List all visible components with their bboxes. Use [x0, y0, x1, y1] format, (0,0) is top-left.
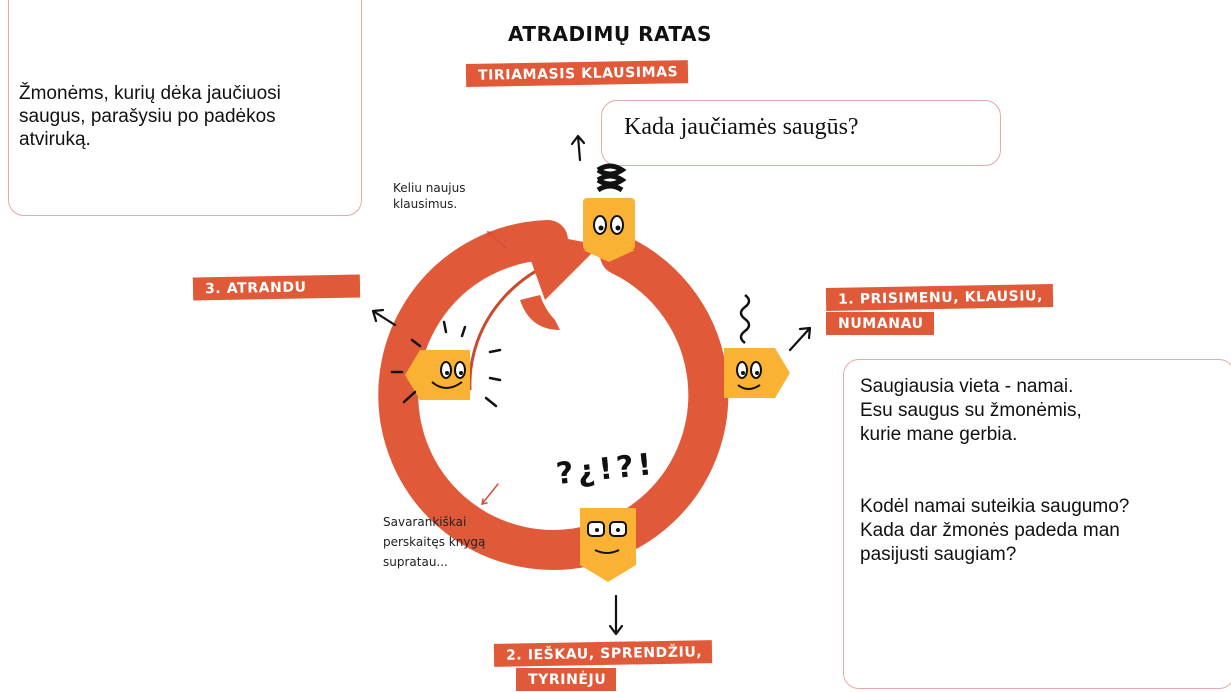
right-answer-text: Saugiausia vieta - namai. Esu saugus su … [860, 375, 1129, 567]
top-left-note-text: Žmonėms, kurių dėka jaučiuosi saugus, pa… [19, 82, 281, 151]
research-question-box [601, 100, 1001, 166]
arrow-step2 [608, 594, 624, 636]
top-left-note-line-2: saugus, parašysiu po padėkos [19, 106, 276, 127]
right-answer-line-6: pasijusti saugiam? [860, 544, 1017, 565]
arrow-step3 [371, 308, 397, 327]
step3-banner: 3. ATRANDU [192, 274, 361, 301]
step1-banner-line-2: NUMANAU [826, 312, 934, 335]
research-question-text: Kada jaučiamės saugūs? [624, 114, 859, 140]
new-questions-line-2: klausimus. [393, 197, 458, 211]
right-answer-spacer [860, 447, 1129, 495]
new-questions-note: Keliu naujus klausimus. [393, 180, 466, 212]
top-left-note-line-1: Žmonėms, kurių dėka jaučiuosi [19, 83, 281, 104]
right-answer-line-3: kurie mane gerbia. [860, 424, 1018, 445]
independent-reading-note: Savarankiškai perskaitęs knygą supratau.… [383, 512, 485, 572]
arrow-new-questions [486, 230, 507, 249]
arrow-up-question [570, 134, 586, 162]
top-left-note-box [8, 0, 362, 216]
independent-line-2: perskaitęs knygą [383, 535, 486, 549]
step1-banner-line-1: 1. PRISIMENU, KLAUSIU, [825, 284, 1054, 311]
cycle-brush-tail [520, 295, 560, 330]
step2-banner-line-2: TYRINĖJU [516, 668, 617, 691]
discovering-character [390, 320, 502, 408]
cycle-ring [378, 220, 729, 570]
right-answer-line-4: Kodėl namai suteikia saugumo? [860, 496, 1130, 517]
independent-line-3: supratau... [383, 555, 448, 569]
arrow-independent [481, 483, 499, 505]
thinking-character [724, 294, 790, 398]
right-answer-line-1: Saugiausia vieta - namai. [860, 376, 1074, 397]
bulb-character [583, 163, 635, 262]
arrow-step1 [788, 326, 812, 352]
diagram-title: ATRADIMŲ RATAS [508, 22, 712, 46]
right-answer-line-5: Kada dar žmonės padeda man [860, 520, 1120, 541]
searching-character [580, 508, 636, 582]
top-left-note-line-3: atviruką. [19, 129, 91, 150]
step2-banner-line-1: 2. IEŠKAU, SPRENDŽIU, [493, 640, 713, 667]
cycle-arrowhead [520, 230, 600, 300]
new-questions-line-1: Keliu naujus [393, 181, 466, 195]
right-answer-line-2: Esu saugus su žmonėmis, [860, 400, 1082, 421]
independent-line-1: Savarankiškai [383, 515, 467, 529]
right-answer-box [843, 359, 1231, 689]
